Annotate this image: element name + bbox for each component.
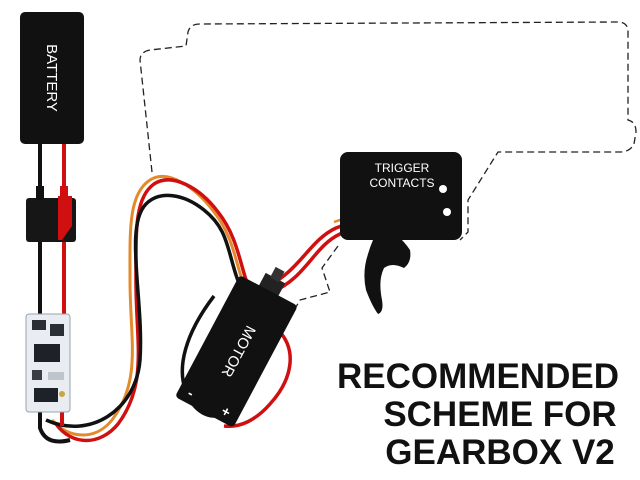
trigger-contact-upper: [439, 185, 447, 193]
motor-minus-label: -: [185, 385, 197, 401]
caption-line-3: GEARBOX V2: [385, 433, 615, 472]
gearbox-outline: [139, 21, 637, 315]
battery-connector: [26, 186, 76, 242]
battery: BATTERY: [20, 12, 84, 144]
caption-line-1: RECOMMENDED: [337, 357, 619, 396]
motor: MOTOR - +: [176, 266, 297, 427]
trigger-label-2: CONTACTS: [369, 176, 434, 190]
wire-orange-loop: [50, 174, 250, 437]
trigger-contacts: TRIGGER CONTACTS: [340, 152, 462, 240]
battery-label: BATTERY: [43, 44, 60, 112]
caption: RECOMMENDED SCHEME FOR GEARBOX V2: [337, 357, 619, 472]
trigger-lever: [364, 226, 411, 314]
wire-motor-plus-red: [223, 328, 292, 429]
caption-line-2: SCHEME FOR: [383, 395, 616, 434]
trigger-contact-lower: [443, 208, 451, 216]
trigger-label-1: TRIGGER: [375, 161, 430, 175]
pcb-out-black: [38, 408, 71, 444]
mosfet-pcb: [25, 313, 71, 413]
